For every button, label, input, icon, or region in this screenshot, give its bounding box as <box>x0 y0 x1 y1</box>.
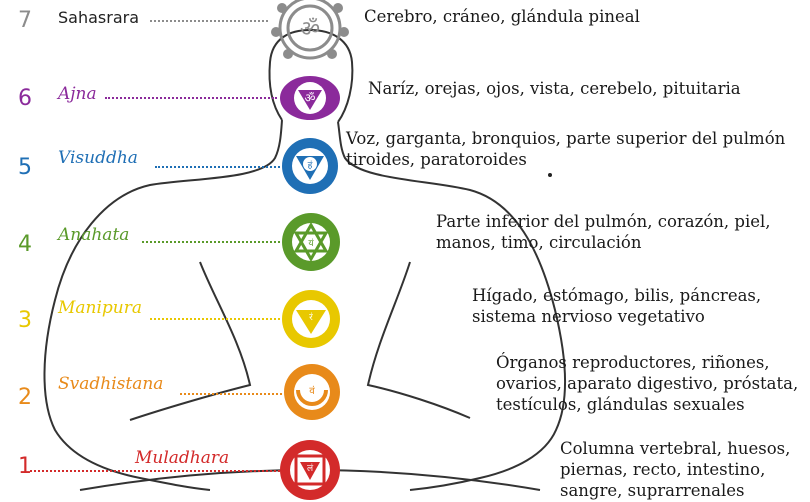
chakra-4-description: Parte inferior del pulmón, corazón, piel… <box>436 211 771 253</box>
chakra-3-glyph: रं <box>309 312 313 323</box>
chakra-2-description: Órganos reproductores, riñones, ovarios,… <box>496 352 798 415</box>
chakra-2-leader <box>180 393 282 395</box>
chakra-3-number: 3 <box>18 308 32 333</box>
chakra-6-leader <box>105 97 277 99</box>
chakra-1-glyph: लं <box>307 463 314 474</box>
chakra-5-glyph: हं <box>308 160 313 171</box>
chakra-3-name: Manipura <box>58 298 143 318</box>
muladhara-symbol-icon: लं <box>280 440 340 500</box>
chakra-6-description: Naríz, orejas, ojos, vista, cerebelo, pi… <box>368 78 741 99</box>
chakra-6-desc-line: Naríz, orejas, ojos, vista, cerebelo, pi… <box>368 79 741 98</box>
chakra-2-glyph: वं <box>309 385 315 397</box>
chakra-1-desc-line: Columna vertebral, huesos, <box>560 439 791 458</box>
chakra-7-glyph: ॐ <box>300 17 320 42</box>
chakra-7-number: 7 <box>18 8 32 33</box>
chakra-6-name: Ajna <box>58 84 97 104</box>
chakra-4-glyph: यं <box>308 238 314 249</box>
anahata-symbol-icon: यं <box>282 213 340 271</box>
chakra-6-number: 6 <box>18 86 32 111</box>
chakra-5-description: Voz, garganta, bronquios, parte superior… <box>346 128 785 170</box>
chakra-5-desc-line: tiroides, paratoroides <box>346 150 527 169</box>
chakra-4-desc-line: manos, timo, circulación <box>436 233 642 252</box>
chakra-1-desc-line: piernas, recto, intestino, <box>560 460 766 479</box>
chakra-2-desc-line: ovarios, aparato digestivo, próstata, <box>496 374 799 393</box>
chakra-5-number: 5 <box>18 155 32 180</box>
left-inner-arm <box>129 261 252 421</box>
chakra-7-desc-line: Cerebro, cráneo, glándula pineal <box>364 7 640 26</box>
chakra-4-leader <box>142 241 280 243</box>
chakra-2-number: 2 <box>18 385 32 410</box>
chakra-7-description: Cerebro, cráneo, glándula pineal <box>364 6 640 27</box>
chakra-2-name: Svadhistana <box>58 374 164 394</box>
chakra-3-leader <box>150 318 280 320</box>
sahasrara-symbol-icon: ॐ <box>271 0 349 60</box>
chakra-1-description: Columna vertebral, huesos, piernas, rect… <box>560 438 790 501</box>
chakra-1-name: Muladhara <box>135 448 230 468</box>
chakra-7-leader <box>150 20 268 22</box>
dot <box>548 173 552 177</box>
head-outline <box>268 28 354 123</box>
chakra-2-desc-line: testículos, glándulas sexuales <box>496 395 745 414</box>
chakra-5-desc-line: Voz, garganta, bronquios, parte superior… <box>346 129 786 148</box>
chakra-1-number: 1 <box>18 454 32 479</box>
chakra-3-description: Hígado, estómago, bilis, páncreas, siste… <box>472 285 761 327</box>
chakra-5-name: Visuddha <box>58 148 138 168</box>
chakra-3-desc-line: sistema nervioso vegetativo <box>472 307 705 326</box>
chakra-5-leader <box>155 166 280 168</box>
chakra-4-name: Anahata <box>58 225 130 245</box>
chakra-6-glyph: ॐ <box>305 91 316 105</box>
chakra-4-number: 4 <box>18 232 32 257</box>
chakra-4-desc-line: Parte inferior del pulmón, corazón, piel… <box>436 212 771 231</box>
manipura-symbol-icon: रं <box>282 290 340 348</box>
chakra-1-desc-line: sangre, suprarrenales <box>560 481 745 500</box>
svadhistana-symbol-icon: वं <box>284 364 340 420</box>
visuddha-symbol-icon: हं <box>282 138 338 194</box>
chakra-1-leader <box>30 470 280 472</box>
right-arm-outline <box>337 121 566 491</box>
ajna-symbol-icon: ॐ <box>280 76 340 120</box>
chakra-7-name: Sahasrara <box>58 8 140 27</box>
right-inner-arm <box>366 261 471 419</box>
chakra-3-desc-line: Hígado, estómago, bilis, páncreas, <box>472 286 762 305</box>
chakra-2-desc-line: Órganos reproductores, riñones, <box>496 353 770 372</box>
